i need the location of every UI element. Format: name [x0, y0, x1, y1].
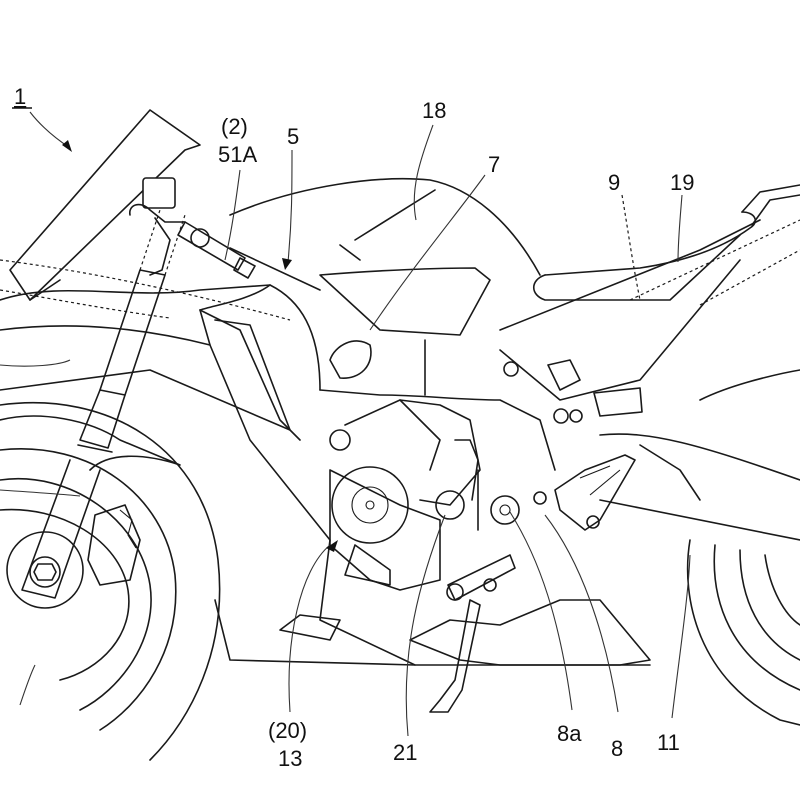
frame-cutout	[329, 340, 372, 379]
ref-label-8a: 8a	[557, 721, 582, 746]
crankcase-cover	[331, 466, 409, 544]
ref-label-5: 5	[287, 124, 299, 149]
ref-label-18: 18	[422, 98, 446, 123]
ref-label-13: 13	[278, 746, 302, 771]
side-stand	[429, 599, 481, 713]
ref-label-21: 21	[393, 740, 417, 765]
handlebar-assembly	[129, 177, 321, 291]
swingarm	[599, 433, 800, 541]
ref-label-2: (2)	[221, 114, 248, 139]
ref-label-1: 1	[14, 84, 26, 109]
leader-1	[29, 111, 71, 149]
axle-nut-icon	[33, 563, 57, 581]
reference-labels: 1 (2) 51A 5 18 7 9 19 (20) 13 21 8a 8 11	[12, 84, 694, 771]
seat	[532, 184, 800, 306]
shift-linkage	[446, 439, 516, 601]
arrowhead-1	[62, 140, 72, 152]
front-hub	[6, 531, 84, 609]
leader-lines	[0, 111, 691, 737]
brake-caliper	[87, 504, 141, 586]
ref-label-9: 9	[608, 170, 620, 195]
rear-wheel	[686, 369, 800, 726]
windscreen	[9, 109, 201, 301]
ref-label-20: (20)	[268, 718, 307, 743]
front-wheel	[0, 401, 221, 761]
ref-label-11: 11	[657, 730, 680, 755]
front-fender	[0, 415, 181, 471]
ref-label-7: 7	[488, 152, 500, 177]
fuel-tank	[229, 178, 541, 336]
frame	[269, 219, 761, 471]
front-fairing	[0, 259, 651, 666]
master-cylinder-reservoir	[142, 177, 176, 209]
footpeg-bracket	[533, 454, 636, 531]
ref-label-51A: 51A	[218, 142, 257, 167]
ref-label-19: 19	[670, 170, 694, 195]
under-cowl	[409, 599, 651, 666]
engine	[329, 399, 520, 591]
front-fork	[21, 209, 186, 599]
ref-label-8: 8	[611, 736, 623, 761]
